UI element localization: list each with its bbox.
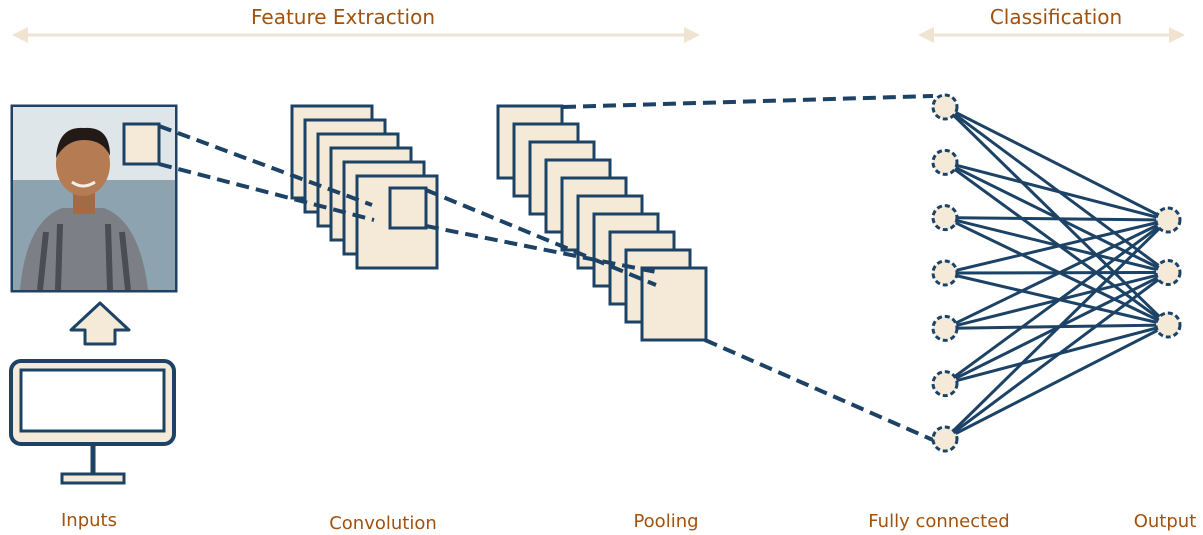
network-edge xyxy=(944,218,1169,330)
output-node xyxy=(1154,206,1182,234)
fully-connected-node xyxy=(931,370,959,398)
fully-connected-label: Fully connected xyxy=(868,511,1010,532)
fully-connected-node xyxy=(931,314,959,342)
fully-connected-node xyxy=(931,259,959,287)
projection-lines xyxy=(158,94,934,442)
fully-connected-node xyxy=(931,425,959,453)
output-node xyxy=(1154,259,1182,286)
fully-connected-nodes xyxy=(931,93,959,453)
convolution-feature-maps xyxy=(290,104,439,270)
up-arrow-icon xyxy=(69,301,131,346)
network-edge xyxy=(944,218,1169,275)
network-edge xyxy=(944,271,1169,441)
network-edge xyxy=(944,216,1169,222)
network-edge xyxy=(944,105,1169,222)
network-edge xyxy=(944,160,1169,222)
pooling-map xyxy=(640,266,708,342)
feature-extraction-span-arrow xyxy=(12,27,700,43)
fully-connected-edges xyxy=(943,105,1170,441)
convolution-label: Convolution xyxy=(329,513,437,534)
classification-span-arrow xyxy=(918,27,1185,43)
inputs-label: Inputs xyxy=(61,510,117,531)
fully-connected-node xyxy=(931,204,959,232)
output-nodes xyxy=(1154,206,1182,339)
pooling-feature-maps xyxy=(496,104,708,342)
output-label: Output xyxy=(1133,511,1197,532)
input-image xyxy=(10,104,178,293)
pooling-label: Pooling xyxy=(633,511,699,532)
network-edge xyxy=(944,323,1169,441)
output-node xyxy=(1154,311,1182,339)
network-edge xyxy=(943,218,1170,441)
receptive-field-box xyxy=(122,122,161,166)
convolution-kernel-box xyxy=(388,186,428,230)
fully-connected-node xyxy=(931,148,959,176)
monitor-icon xyxy=(9,359,176,485)
fully-connected-node xyxy=(931,93,959,121)
feature-extraction-label: Feature Extraction xyxy=(250,5,436,29)
classification-label: Classification xyxy=(989,5,1123,29)
person-figure xyxy=(20,127,148,291)
network-edge xyxy=(944,218,1169,385)
